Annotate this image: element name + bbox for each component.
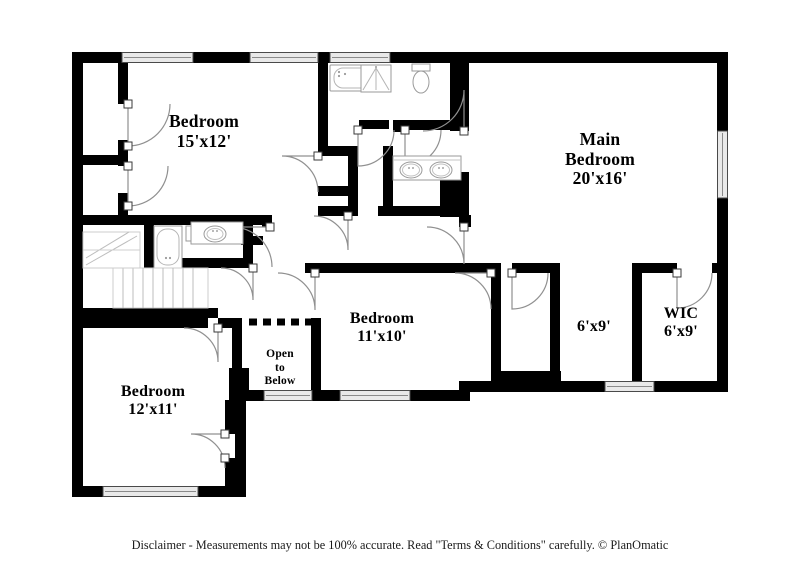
doors [123,89,713,469]
wall-bottom-7 [654,381,728,392]
wall-hallbath-top-1 [72,215,154,225]
wall-mid-h2 [318,186,348,196]
room-label-wic: WIC 6'x9' [663,305,699,340]
door-mid-closet-a [281,151,323,193]
wall-hallbath-bottom [144,258,252,268]
room-label-main-bedroom: Main Bedroom 20'x16' [564,129,636,189]
wall-top-5 [402,52,728,63]
wall-stair-corner [208,308,218,318]
wall-hallbath-top-2 [154,215,262,225]
wall-b12-top-stub [218,318,232,328]
wall-bottom-5 [410,390,469,401]
bathtub-hall-icon [153,225,183,269]
window-top-bedroom-15x12-a [121,52,194,63]
wall-mid-h4 [378,206,440,216]
door-main-bedroom-bath [422,89,469,136]
door-bedroom-11x10-closet [454,268,496,310]
wall-bottom-3 [246,390,264,401]
room-label-bedroom-12x11: Bedroom 12'x11' [120,383,186,418]
wall-top-4 [390,52,402,63]
wall-stair-bottom [72,308,208,318]
wall-bottom-2 [198,486,246,497]
room-label-closet-6x9: 6'x9' [577,318,611,335]
window-bottom-bedroom-11x10 [339,390,411,401]
wall-closet-a-vert [118,52,128,104]
wall-bed11-right-1 [491,263,501,315]
wall-hallbath-nib [241,236,263,245]
wall-b12-right-1 [225,400,236,434]
window-top-bedroom-15x12-b [249,52,319,63]
wall-b12-right-2 [225,458,236,497]
door-closet-a [123,99,171,151]
wall-right-1 [717,52,728,131]
wall-right-2 [717,198,728,392]
door-main-bath [353,125,395,167]
wall-open-right [311,318,321,392]
door-main-bedroom-hall [426,222,469,265]
wall-mid-v2 [383,146,393,216]
window-top-bath [329,52,391,63]
disclaimer-text: Disclaimer - Measurements may not be 100… [131,538,669,552]
door-wic [672,268,713,309]
wall-left-outer [72,52,83,497]
wall-closet-b-vert [118,140,128,166]
wall-bottom-1 [72,486,103,497]
wall-open-block [229,368,249,400]
wall-c69-bottom [501,371,561,382]
wall-mid-left-vert [318,63,328,153]
window-bottom-open-to-below [263,390,313,401]
windows [102,52,728,497]
wall-closet-divider [72,155,128,165]
walls [72,52,728,497]
wall-main-bed-left-2 [459,172,469,218]
sink-hall-icon [190,221,244,245]
window-bottom-closet-6x9 [604,381,655,392]
toilet-main-icon [411,63,431,94]
door-bedroom-12x11-hall [183,323,223,363]
wall-mid-h3 [318,206,358,216]
wall-c69-right [550,263,560,383]
window-right-main-bedroom [717,130,728,199]
wall-mid-right-vert [450,63,460,131]
wall-top-1 [72,52,122,63]
staircase-icon [82,231,209,309]
door-hall-bath [220,263,258,301]
wall-wic-top-1 [632,263,677,273]
wall-bottom-step-vert [235,390,246,497]
wall-hallbath-left [144,215,154,267]
room-label-open-to-below: Open to Below [264,348,296,388]
fixtures [82,63,462,309]
wall-closet-c-vert [118,193,128,215]
door-closet-b [123,161,169,211]
wall-hallbath-right [243,225,253,268]
wall-open-left [232,318,242,392]
wall-wic-left [632,263,642,382]
wall-mid-shower-base [359,120,389,129]
wall-wic-top-2 [712,263,728,273]
room-label-bedroom-11x10: Bedroom 11'x10' [349,310,415,345]
wall-mid-h1 [318,146,348,156]
wall-top-3 [318,52,330,63]
window-bottom-bedroom-12x11 [102,486,199,497]
door-mid-closet-b [313,211,353,251]
shower-main-icon [360,64,392,93]
wall-bed11-top [305,263,501,273]
wall-bottom-4 [312,390,340,401]
door-closet-6x9 [507,268,549,310]
wall-top-2 [193,52,250,63]
wall-mid-v1 [348,146,358,216]
wall-b12-top [72,318,208,328]
door-bedroom-12x11-closet [190,429,230,469]
wall-c69-top [512,263,560,273]
wall-bed11-right-2 [491,304,501,392]
wall-hallbath-top-stub [262,215,272,227]
room-label-bedroom-15x12: Bedroom 15'x12' [168,111,240,151]
wall-bottom-6 [459,381,605,392]
double-vanity-main-icon [392,155,462,181]
wall-mid-toilet-base [405,120,451,130]
door-bedroom-11x10 [277,268,320,311]
